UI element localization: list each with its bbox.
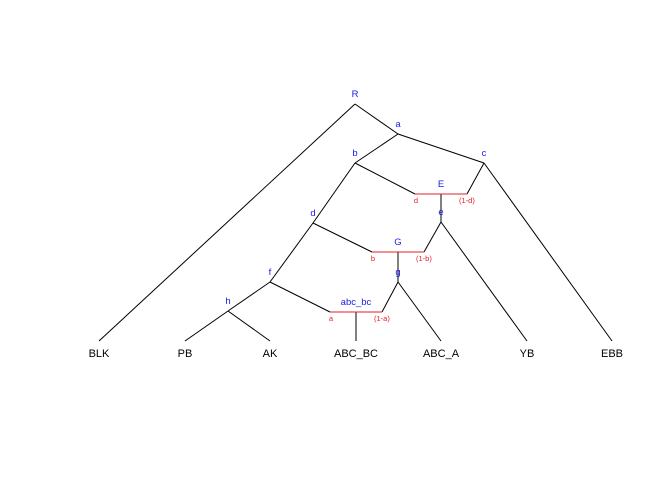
admixture-weight-left-abc_bc: a [329, 314, 334, 323]
edge-e-YB [440, 221, 528, 342]
edge-b-d [312, 162, 356, 224]
node-label-abc_bc: abc_bc [341, 297, 372, 308]
node-label-b: b [352, 148, 357, 159]
edge-b-E [354, 162, 416, 195]
node-label-d: d [310, 208, 315, 219]
node-label-g: g [395, 267, 400, 278]
admixture-weight-left-E: d [414, 196, 418, 205]
edge-f-h [227, 281, 271, 312]
edge-c-EBB [483, 162, 613, 342]
leaf-label-ABC_A: ABC_A [423, 348, 460, 360]
admixture-layer [330, 193, 467, 313]
leaf-label-BLK: BLK [89, 348, 110, 360]
admixture-weight-right-abc_bc: (1-a) [374, 314, 390, 323]
leaf-label-AK: AK [263, 348, 278, 360]
leaf-label-ABC_BC: ABC_BC [334, 348, 378, 360]
leaf-label-EBB: EBB [601, 348, 623, 360]
edge-h-PB [184, 310, 229, 342]
admixture-weight-right-E: (1-d) [459, 196, 475, 205]
node-label-c: c [482, 148, 487, 159]
edge-d-G [312, 222, 373, 253]
node-label-h: h [225, 296, 230, 307]
node-label-a: a [395, 119, 401, 130]
edge-g-abc_bc [381, 281, 399, 313]
admixture-weight-right-G: (1-b) [416, 254, 432, 263]
edge-d-f [269, 222, 314, 283]
edge-c-E [466, 162, 485, 195]
edge-f-abc_bc [269, 281, 331, 313]
edge-a-b [354, 133, 399, 164]
edge-g-ABC_A [397, 281, 442, 342]
admixture-weight-left-G: b [371, 254, 375, 263]
edge-e-G [423, 221, 442, 253]
leaf-label-PB: PB [178, 348, 193, 360]
edge-h-AK [227, 310, 271, 342]
leaf-label-YB: YB [520, 348, 535, 360]
node-label-R: R [352, 89, 359, 100]
node-label-E: E [438, 179, 444, 190]
edge-R-a [354, 103, 399, 135]
edge-a-c [397, 133, 485, 164]
node-label-e: e [438, 207, 443, 218]
edges-layer [98, 103, 613, 342]
edge-R-BLK [98, 103, 356, 342]
node-label-f: f [269, 267, 272, 278]
node-label-G: G [394, 237, 401, 248]
